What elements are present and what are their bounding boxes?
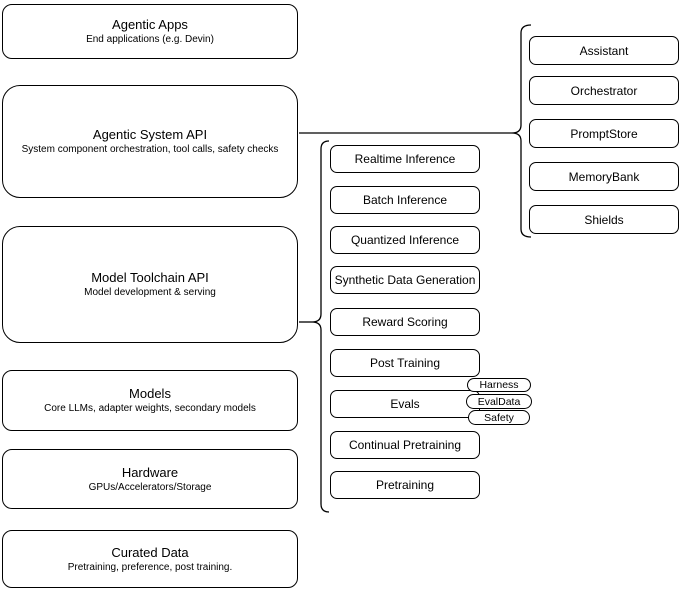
box-evals: Evals [330,390,480,418]
brace-toolchain-items [311,140,330,513]
box-synthetic-data-generation: Synthetic Data Generation [330,266,480,294]
box-shields: Shields [529,205,679,234]
pill-evaldata: EvalData [466,394,532,409]
box-agentic-apps: Agentic Apps End applications (e.g. Devi… [2,4,298,59]
box-orchestrator: Orchestrator [529,76,679,105]
box-batch-inference: Batch Inference [330,186,480,214]
box-subtitle: Core LLMs, adapter weights, secondary mo… [44,403,256,414]
box-title: Model Toolchain API [91,270,209,285]
box-reward-scoring: Reward Scoring [330,308,480,336]
box-assistant: Assistant [529,36,679,65]
box-hardware: Hardware GPUs/Accelerators/Storage [2,449,298,509]
box-models: Models Core LLMs, adapter weights, secon… [2,370,298,431]
box-subtitle: Model development & serving [84,287,216,298]
box-continual-pretraining: Continual Pretraining [330,431,480,459]
box-pretraining: Pretraining [330,471,480,499]
box-subtitle: End applications (e.g. Devin) [86,34,214,45]
box-realtime-inference: Realtime Inference [330,145,480,173]
box-subtitle: System component orchestration, tool cal… [21,144,279,155]
box-quantized-inference: Quantized Inference [330,226,480,254]
box-agentic-system-api: Agentic System API System component orch… [2,85,298,198]
box-title: Hardware [121,464,179,480]
brace-system-components [511,24,532,238]
pill-harness: Harness [467,378,531,392]
box-title: Curated Data [111,544,189,560]
box-title: Models [129,386,171,401]
box-subtitle: Pretraining, preference, post training. [67,561,233,573]
box-memorybank: MemoryBank [529,162,679,191]
box-post-training: Post Training [330,349,480,377]
box-title: Agentic System API [92,127,208,142]
box-subtitle: GPUs/Accelerators/Storage [88,481,212,493]
pill-safety: Safety [468,410,530,425]
box-title: Agentic Apps [112,17,188,32]
box-promptstore: PromptStore [529,119,679,148]
box-curated-data: Curated Data Pretraining, preference, po… [2,530,298,588]
box-model-toolchain-api: Model Toolchain API Model development & … [2,226,298,343]
